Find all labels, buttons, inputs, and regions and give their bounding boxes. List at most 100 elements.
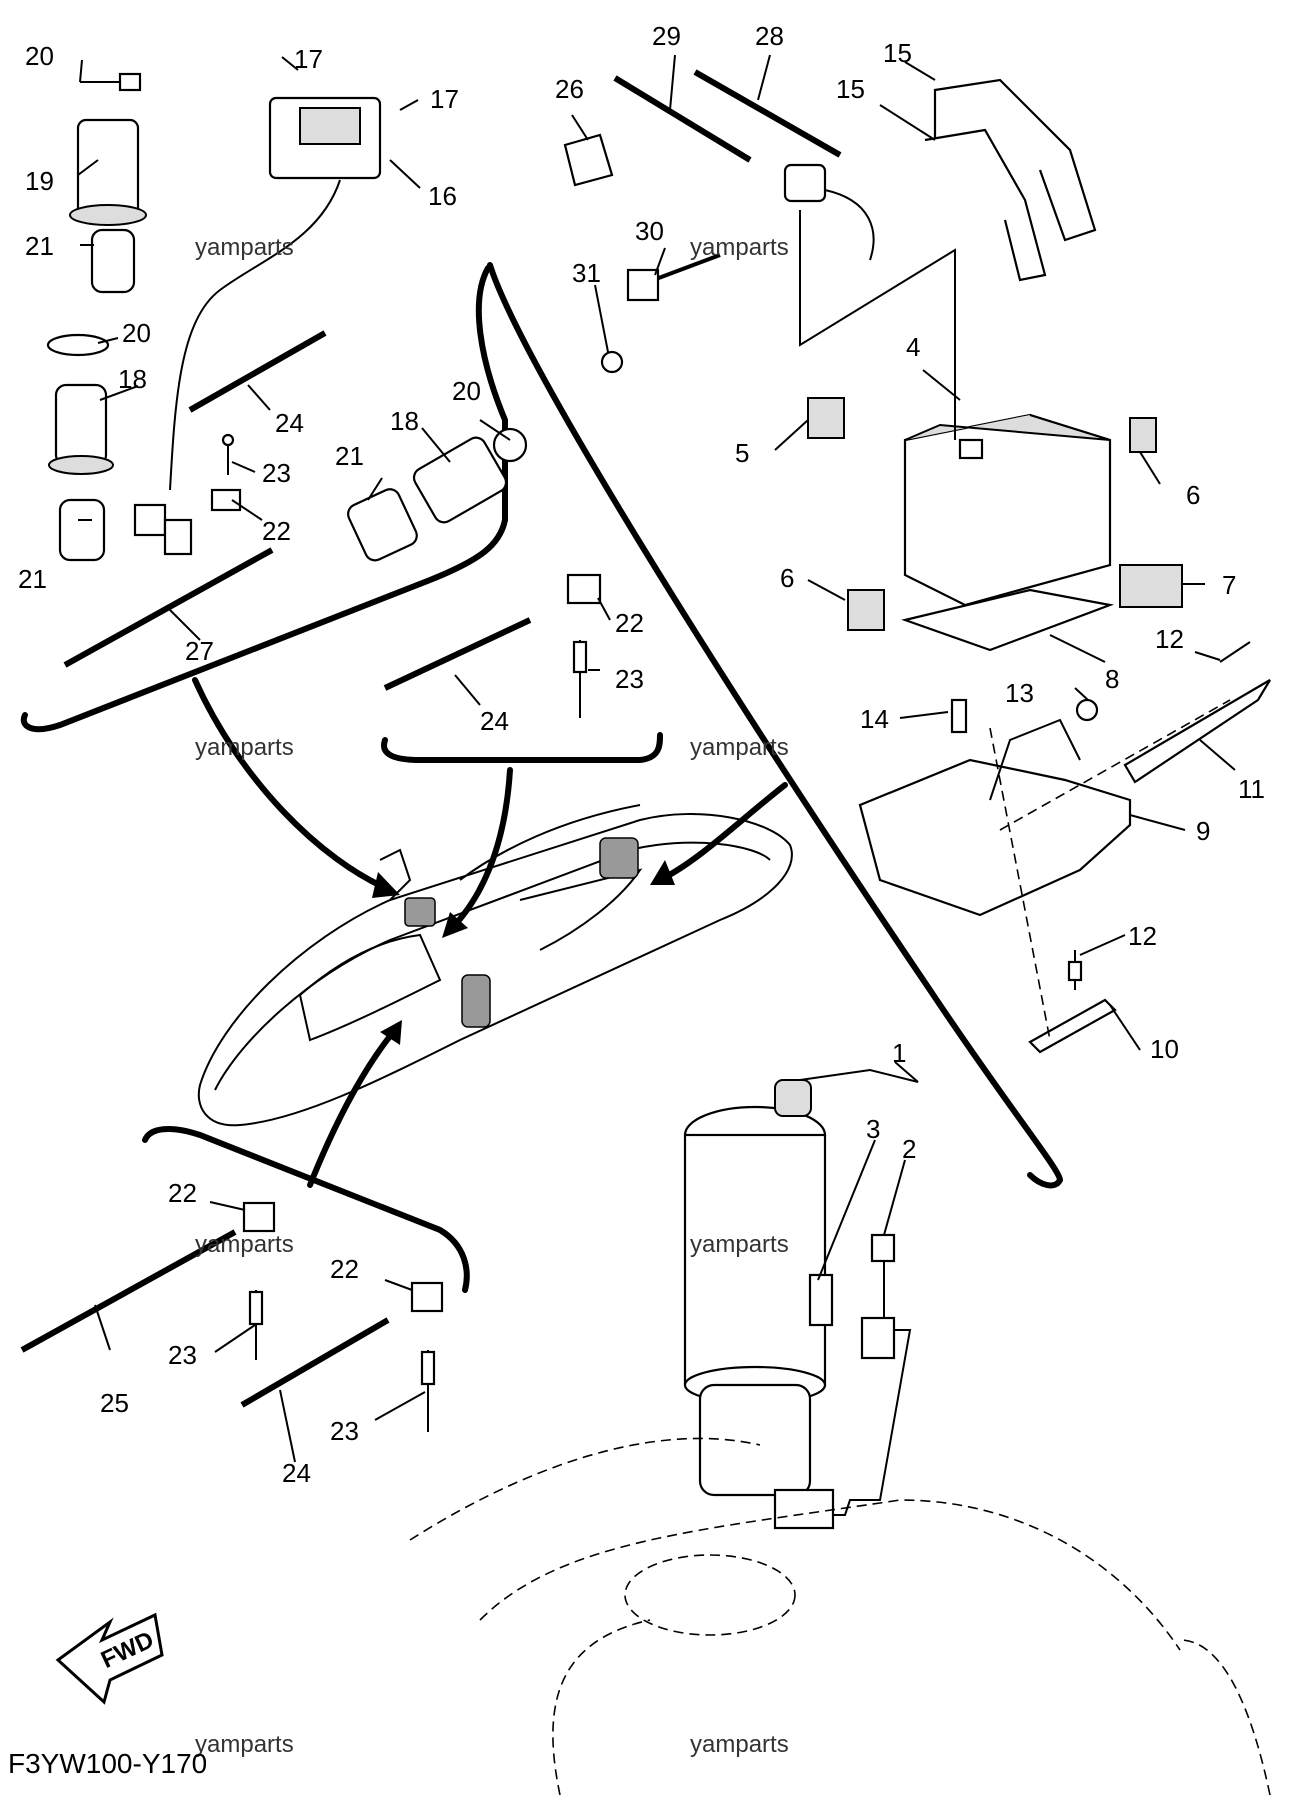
callout-3: 3	[866, 1114, 880, 1144]
nut-13	[1075, 698, 1099, 722]
band-20-mid	[46, 333, 110, 357]
watermark: yamparts	[195, 1731, 294, 1758]
pad-6-left	[847, 589, 885, 631]
bolt-14	[950, 698, 968, 734]
callout-18a: 18	[118, 364, 147, 394]
callout-5: 5	[735, 438, 749, 468]
cable-30	[626, 253, 721, 302]
callout-18b: 18	[390, 406, 419, 436]
fwd-arrow-icon: FWD	[55, 1612, 164, 1705]
fuse-box-location-mark	[461, 974, 491, 1028]
band-20-top	[80, 72, 142, 92]
connector-bundle	[133, 503, 193, 556]
watermarks: yamparts yamparts yamparts yamparts yamp…	[195, 234, 789, 1758]
diagram-code: F3YW100-Y170	[8, 1748, 207, 1779]
cap-18-right	[412, 427, 528, 524]
callout-21a: 21	[25, 231, 54, 261]
callout-15b: 15	[836, 74, 865, 104]
connector-location-mark	[404, 897, 436, 927]
callout-8: 8	[1105, 664, 1119, 694]
watermark: yamparts	[690, 234, 789, 261]
arrow-left-head	[372, 872, 400, 898]
callout-7: 7	[1222, 570, 1236, 600]
callout-23b: 23	[615, 664, 644, 694]
callout-17a: 17	[294, 44, 323, 74]
callout-22b: 22	[615, 608, 644, 638]
assembly-line-battery	[989, 727, 1051, 1041]
arrow-left-group	[192, 677, 393, 893]
clamp-22-center	[566, 573, 602, 605]
harness-2	[860, 1233, 896, 1360]
battery-4	[903, 413, 1112, 607]
callout-12a: 12	[1155, 624, 1184, 654]
watermark: yamparts	[195, 1231, 294, 1258]
callout-14: 14	[860, 704, 889, 734]
callout-24a: 24	[275, 408, 304, 438]
clamp-22-left	[210, 488, 242, 512]
callout-27: 27	[185, 636, 214, 666]
callout-13: 13	[1005, 678, 1034, 708]
watermark: yamparts	[195, 734, 294, 761]
group-bracket-bottom-left	[142, 1126, 470, 1293]
rubber-sleeve-21-right	[347, 488, 418, 562]
rubber-sleeve-21-top	[90, 228, 136, 294]
sender-unit-3	[808, 1273, 834, 1327]
callout-22d: 22	[330, 1254, 359, 1284]
callout-19: 19	[25, 166, 54, 196]
stay-11	[1123, 679, 1271, 784]
leader-lines	[77, 54, 1236, 1463]
pump-lead-wire	[820, 1329, 912, 1516]
callout-20b: 20	[122, 318, 151, 348]
clamp-22-bottom-b	[410, 1281, 444, 1313]
pump-connector	[773, 1488, 835, 1530]
callout-28: 28	[755, 21, 784, 51]
clip-26	[563, 133, 614, 187]
callout-22a: 22	[262, 516, 291, 546]
cable-tie-24-bottom	[240, 1317, 390, 1408]
callout-16: 16	[428, 181, 457, 211]
group-bracket-diagonal	[487, 262, 1064, 1189]
cable-tie-29	[613, 75, 752, 163]
callout-2: 2	[902, 1134, 916, 1164]
stay-10	[1028, 998, 1117, 1054]
callout-23c: 23	[168, 1340, 197, 1370]
callout-numbers: 1 2 3 4 5 6 6 7 8 9 10 11 12 12 13 14 15…	[18, 21, 1265, 1488]
callout-21c: 21	[335, 441, 364, 471]
cable-tie-27	[63, 547, 274, 668]
lanyard-holder-16	[268, 96, 382, 180]
mat-8	[901, 588, 1115, 652]
callout-22c: 22	[168, 1178, 197, 1208]
pad-6-right	[1129, 417, 1157, 453]
cap-18-left	[48, 383, 114, 475]
group-bracket-top-left	[20, 265, 508, 733]
arrow-battery-head	[650, 860, 675, 885]
callout-6a: 6	[1186, 480, 1200, 510]
pad-5	[807, 397, 845, 439]
callout-26: 26	[555, 74, 584, 104]
rivet-23-bottom-a	[248, 1290, 264, 1360]
callout-9: 9	[1196, 816, 1210, 846]
cable-tie-28	[693, 69, 842, 158]
clamp-22-bottom-a	[242, 1201, 276, 1233]
pad-7	[1119, 564, 1183, 608]
callout-11: 11	[1238, 774, 1265, 804]
ignition-socket-19	[69, 118, 147, 226]
arrow-battery-group	[657, 782, 788, 883]
callout-25: 25	[100, 1388, 129, 1418]
callout-30: 30	[635, 216, 664, 246]
watermark: yamparts	[690, 734, 789, 761]
callout-29: 29	[652, 21, 681, 51]
rubber-sleeve-21-left	[58, 498, 106, 562]
callout-31: 31	[572, 258, 601, 288]
battery-box-9	[858, 718, 1132, 917]
rivet-23-left	[221, 433, 235, 475]
arrow-bottom-group	[307, 1027, 398, 1188]
watercraft-outline	[197, 804, 793, 1127]
watermark: yamparts	[690, 1231, 789, 1258]
cable-tie-25	[20, 1229, 237, 1353]
assembly-line-band	[799, 210, 956, 440]
callout-6b: 6	[780, 563, 794, 593]
callout-1: 1	[892, 1038, 906, 1068]
arrow-bottom-head	[380, 1020, 402, 1045]
hull-outline	[409, 1437, 1271, 1795]
